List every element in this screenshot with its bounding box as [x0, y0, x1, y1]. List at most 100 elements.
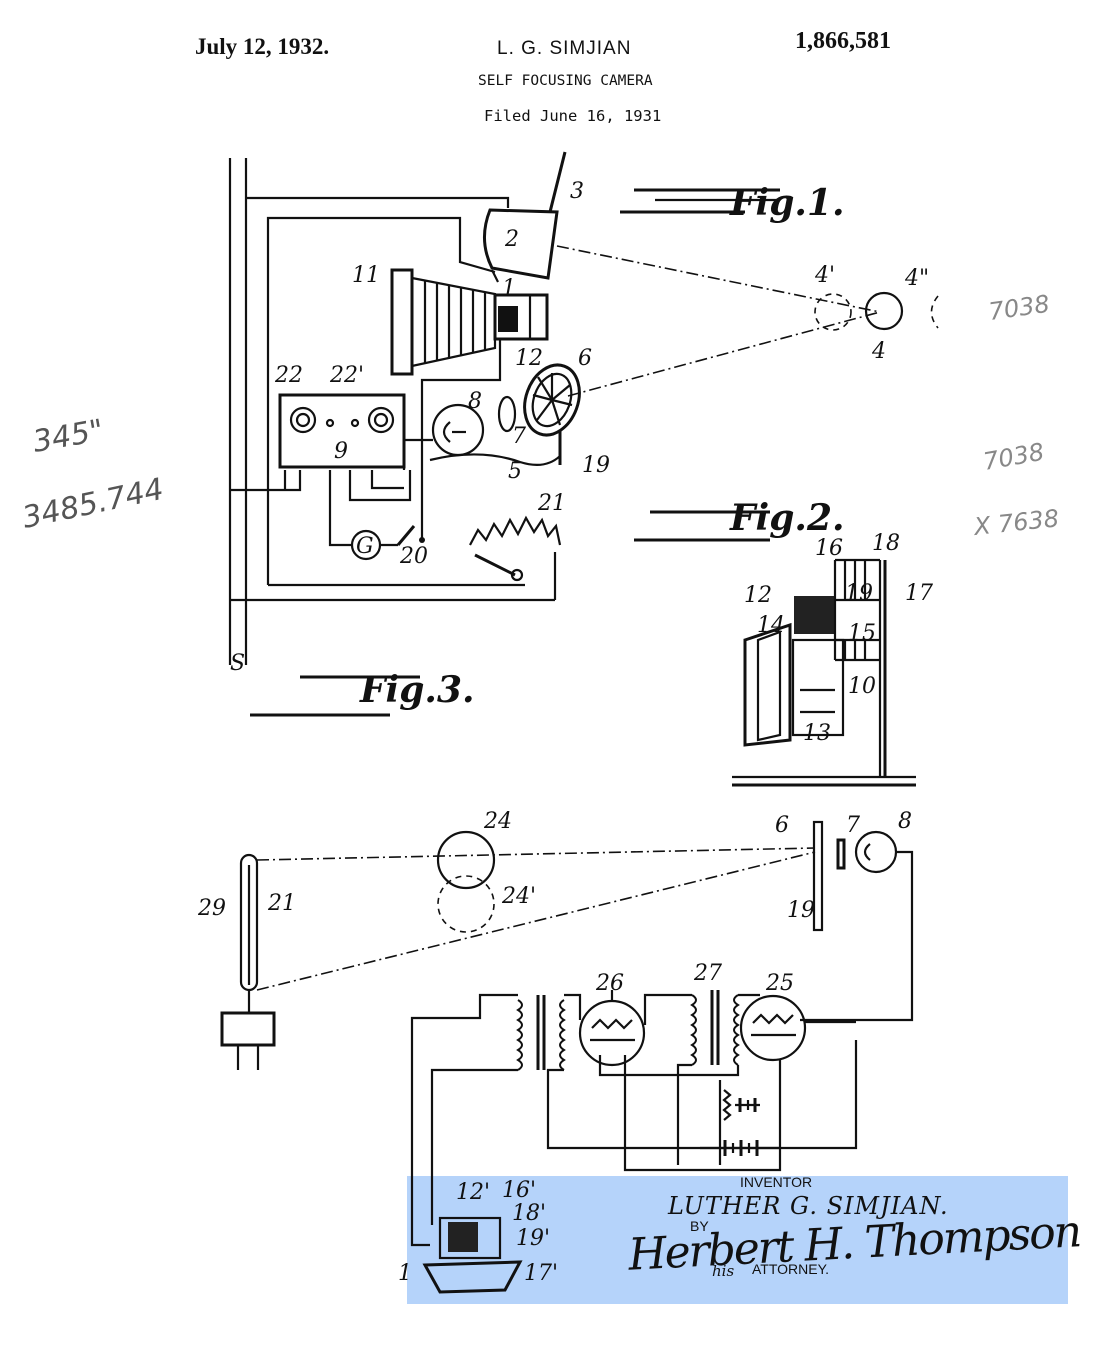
- patent-title: SELF FOCUSING CAMERA: [478, 73, 653, 89]
- label-1: 1: [502, 276, 516, 301]
- label-16-prime: 16': [502, 1178, 536, 1203]
- label-9: 9: [334, 439, 348, 464]
- photocell-8-fig3: [854, 830, 898, 874]
- label-8: 8: [468, 389, 482, 414]
- dial-22: [289, 406, 317, 434]
- lens-barrel-1: [493, 293, 549, 341]
- motor-12: [498, 306, 518, 332]
- spring-18: [843, 560, 867, 660]
- label-16: 16: [815, 536, 843, 561]
- label-G: G: [356, 534, 374, 559]
- fig2-title: Fig.2.: [729, 497, 845, 539]
- label-19-fig3: 19: [787, 898, 815, 923]
- label-18: 18: [872, 531, 900, 556]
- label-1-fig3: 1: [398, 1261, 412, 1286]
- filed-date: Filed June 16, 1931: [484, 107, 662, 125]
- label-24-prime: 24': [501, 884, 536, 909]
- label-29: 29: [197, 896, 226, 921]
- label-6: 6: [578, 346, 592, 371]
- label-22: 22: [274, 363, 303, 388]
- label-27: 27: [693, 961, 722, 986]
- label-12-fig2: 12: [744, 583, 772, 608]
- label-24: 24: [483, 809, 512, 834]
- fig2-labels: 16 18 17 12 19 14 15 10 13: [744, 531, 933, 746]
- label-11: 11: [352, 263, 380, 288]
- annotation-x7638: X 7638: [971, 504, 1061, 541]
- label-12: 12: [515, 346, 543, 371]
- patent-date: July 12, 1932.: [195, 34, 330, 59]
- label-7: 7: [512, 424, 526, 449]
- fig3-labels: 24 24' 29 21 6 7 8 19 26 27 25 12' 16' 1…: [197, 809, 912, 1286]
- switch-20: [396, 525, 416, 546]
- by-label: BY: [690, 1218, 709, 1234]
- label-10: 10: [848, 674, 876, 699]
- target-4-prime: [814, 293, 852, 331]
- selection-highlight: [407, 1176, 1068, 1304]
- rheostat-21: [469, 515, 562, 546]
- tube-26: [578, 999, 646, 1067]
- lens-14: [743, 622, 792, 747]
- label-8-fig3: 8: [898, 809, 912, 834]
- disc-6: [523, 363, 581, 437]
- fig1-diagram: [228, 151, 939, 665]
- label-S: S: [230, 651, 245, 676]
- inventor-header: L. G. SIMJIAN: [497, 38, 632, 59]
- fig1-labels: 2 3 11 1 12 6 8 7 5 19 22 22' 9 G 20 21 …: [230, 179, 929, 676]
- disc-spokes: [532, 373, 573, 426]
- label-12-prime: 12': [456, 1180, 490, 1205]
- bellows-folds: [423, 281, 487, 364]
- fig3-diagram: [220, 820, 914, 1294]
- his-label: his: [712, 1262, 735, 1280]
- label-15: 15: [848, 621, 876, 646]
- transformer-left: [516, 995, 566, 1071]
- label-19-prime: 19': [516, 1226, 550, 1251]
- camera-back-11: [390, 268, 414, 376]
- label-26: 26: [595, 971, 624, 996]
- amplifier-9: [278, 393, 406, 469]
- label-18-prime: 18': [512, 1201, 546, 1226]
- label-13: 13: [803, 721, 831, 746]
- transformer-27: [690, 990, 740, 1066]
- barrel-13: [791, 638, 845, 737]
- figure-titles: Fig.1. Fig.2. Fig.3.: [250, 182, 845, 717]
- lamp-base: [220, 1011, 276, 1047]
- target-4-double-prime: [930, 295, 939, 329]
- motor-12-prime: [448, 1222, 478, 1252]
- label-4-double-prime: 4": [904, 266, 929, 291]
- label-2: 2: [504, 227, 519, 252]
- label-6-fig3: 6: [775, 813, 789, 838]
- annotation-7038-b: 7038: [981, 438, 1046, 476]
- label-19: 19: [582, 453, 610, 478]
- label-21-fig3: 21: [267, 891, 296, 916]
- disc-6-fig3: [812, 820, 824, 932]
- battery: [700, 1080, 780, 1165]
- object-24: [436, 830, 496, 890]
- lens-7-fig3: [836, 838, 846, 870]
- attorney-label: ATTORNEY.: [752, 1261, 830, 1277]
- label-22-prime: 22': [329, 363, 364, 388]
- inventor-name: LUTHER G. SIMJIAN.: [668, 1192, 949, 1220]
- label-20: 20: [399, 544, 428, 569]
- label-14: 14: [757, 613, 785, 638]
- fig1-title: Fig.1.: [729, 182, 845, 224]
- fig2-diagram: [732, 558, 916, 787]
- label-17-prime: 17': [524, 1261, 558, 1286]
- patent-number: 1,866,581: [795, 28, 891, 54]
- motor-12-fig2: [794, 596, 836, 634]
- lens-1-fig3: [422, 1260, 523, 1294]
- tube-25: [739, 994, 807, 1062]
- fig3-title: Fig.3.: [359, 669, 475, 711]
- lens-7: [497, 395, 517, 433]
- inventor-label: INVENTOR: [740, 1174, 813, 1190]
- target-4: [864, 291, 904, 331]
- label-5: 5: [508, 459, 522, 484]
- pointer-3: [548, 151, 567, 213]
- label-4: 4: [871, 339, 886, 364]
- label-3: 3: [570, 179, 584, 204]
- object-24-prime: [437, 875, 495, 933]
- label-17: 17: [905, 581, 933, 606]
- label-19-fig2: 19: [845, 581, 873, 606]
- label-7-fig3: 7: [846, 813, 860, 838]
- rangefinder-2: [483, 208, 559, 280]
